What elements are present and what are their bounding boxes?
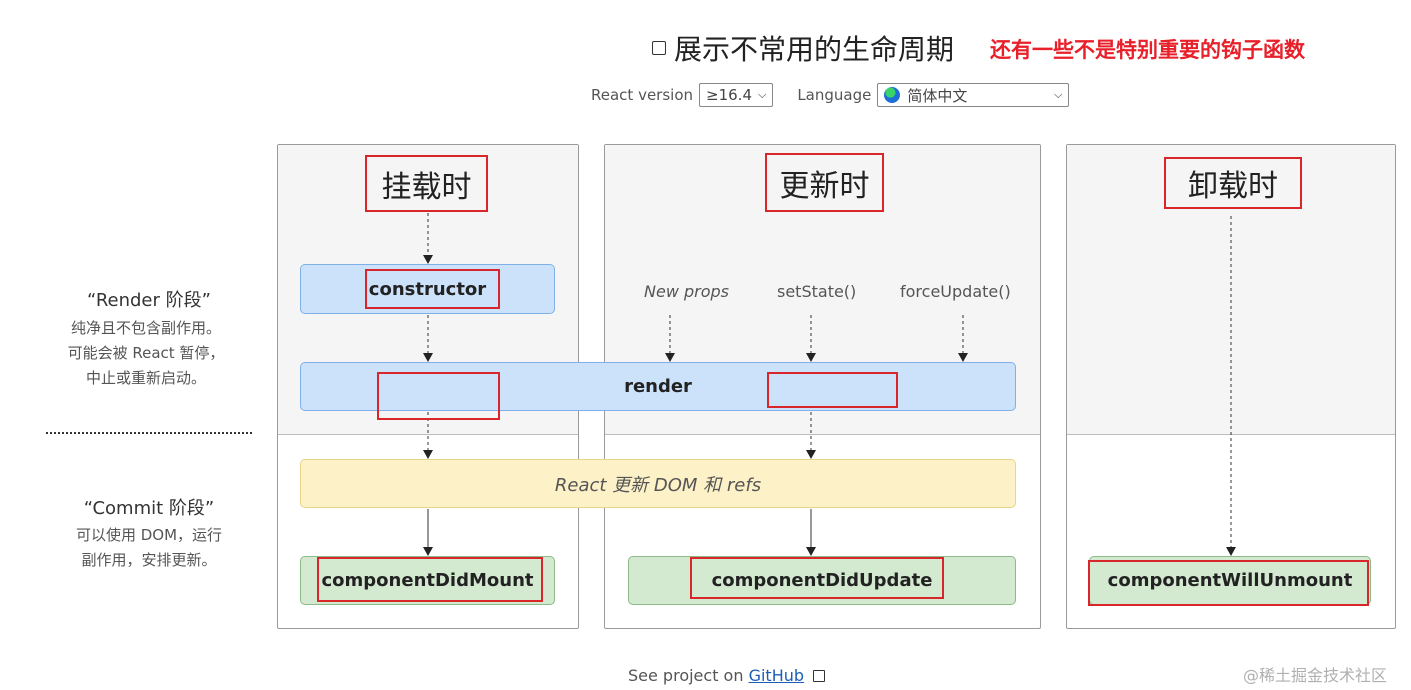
commit-desc-line: 副作用，安排更新。 [81, 551, 217, 569]
github-link[interactable]: GitHub [748, 666, 805, 685]
language-select[interactable]: 简体中文 ⌵ [877, 83, 1070, 107]
annotation-note: 还有一些不是特别重要的钩子函数 [990, 38, 1305, 62]
react-version-select[interactable]: ≥16.4 ⌵ [699, 83, 774, 107]
arrowhead [423, 255, 433, 264]
render-label: render [624, 376, 692, 397]
arrowhead [806, 547, 816, 556]
react-version-label: React version [591, 86, 694, 104]
trigger-new-props: New props [644, 282, 729, 301]
trigger-set-state: setState() [777, 282, 857, 301]
mounting-title: 挂载时 [365, 155, 488, 212]
updating-title: 更新时 [765, 153, 884, 212]
react-version-value: ≥16.4 [706, 86, 752, 104]
highlight-constructor [365, 269, 500, 309]
arrowhead [1226, 547, 1236, 556]
render-stage-title: “Render 阶段” [87, 290, 211, 311]
highlight-update-render [767, 372, 898, 408]
globe-icon [884, 87, 901, 103]
did-mount-node[interactable]: componentDidMount [300, 556, 555, 605]
commit-stage-title: “Commit 阶段” [83, 498, 215, 519]
render-stage-desc: 纯净且不包含副作用。 可能会被 React 暂停， 中止或重新启动。 [46, 316, 246, 391]
arrowhead [423, 450, 433, 459]
arrowhead [806, 450, 816, 459]
constructor-label: constructor [368, 278, 487, 300]
highlight-mount-render [377, 372, 500, 420]
stage-divider [46, 432, 252, 434]
language-value: 简体中文 [907, 86, 968, 105]
language-label: Language [797, 86, 872, 104]
render-desc-line: 中止或重新启动。 [85, 369, 206, 387]
highlight-did-mount [317, 557, 543, 602]
constructor-node[interactable]: constructor [300, 264, 555, 314]
dom-update-label: React 更新 DOM 和 refs [554, 474, 762, 496]
render-desc-line: 纯净且不包含副作用。 [70, 319, 221, 337]
trigger-force-update: forceUpdate() [900, 282, 1011, 301]
toggle-label: 展示不常用的生命周期 [674, 33, 955, 66]
dom-update-node: React 更新 DOM 和 refs [300, 459, 1016, 508]
commit-desc-line: 可以使用 DOM，运行 [75, 526, 223, 544]
watermark: @稀土掘金技术社区 [1243, 666, 1388, 685]
arrowhead [665, 353, 675, 362]
arrowhead [423, 353, 433, 362]
chevron-down-icon: ⌵ [1054, 88, 1063, 101]
render-desc-line: 可能会被 React 暂停， [67, 344, 225, 362]
did-update-node[interactable]: componentDidUpdate [628, 556, 1016, 605]
show-uncommon-toggle[interactable]: 展示不常用的生命周期 [652, 28, 954, 68]
arrowhead [806, 353, 816, 362]
footer: See project on GitHub [628, 666, 826, 685]
checkbox[interactable] [652, 41, 666, 55]
did-update-label: componentDidUpdate [711, 570, 933, 591]
did-mount-label: componentDidMount [321, 570, 534, 591]
chevron-down-icon: ⌵ [757, 88, 767, 101]
highlight-did-update [690, 557, 944, 599]
external-link-icon [813, 670, 826, 682]
unmounting-title: 卸载时 [1164, 157, 1302, 209]
arrowhead [958, 353, 968, 362]
will-unmount-label: componentWillUnmount [1107, 570, 1353, 591]
commit-stage-desc: 可以使用 DOM，运行 副作用，安排更新。 [49, 523, 249, 573]
will-unmount-node[interactable]: componentWillUnmount [1089, 556, 1371, 605]
arrowhead [423, 547, 433, 556]
footer-prefix: See project on [628, 666, 744, 685]
highlight-will-unmount [1088, 560, 1369, 606]
controls-bar: React version ≥16.4 ⌵ Language 简体中文 ⌵ [591, 82, 1070, 108]
